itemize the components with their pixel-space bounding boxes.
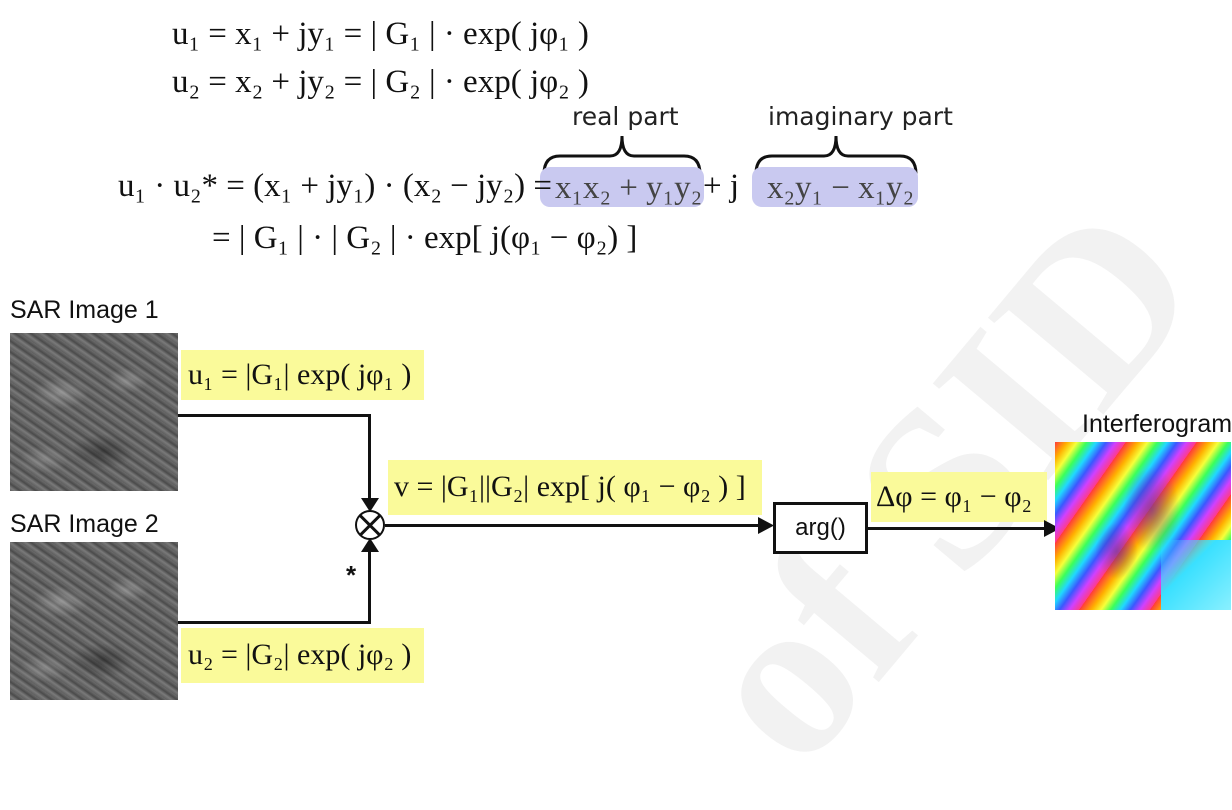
equation-product: u₁ · u₂* = (x₁ + jy₁) · (x₂ − jy₂) =	[118, 170, 552, 203]
v-formula-highlight	[388, 460, 762, 515]
sar-image-2-label: SAR Image 2	[10, 510, 159, 538]
u2-formula-highlight	[181, 628, 424, 683]
line-sar1-down	[368, 414, 371, 506]
v-formula: v = |G₁||G₂| exp[ j( φ₁ − φ₂ ) ]	[394, 470, 746, 503]
interferogram-label: Interferogram	[1082, 410, 1232, 438]
equation-u2: u₂ = x₂ + jy₂ = | G₂ | · exp( jφ₂ )	[172, 64, 589, 100]
product-mid: + j	[703, 168, 740, 204]
u1-formula: u₁ = |G₁| exp( jφ₁ )	[188, 358, 412, 391]
line-sar2-up	[368, 545, 371, 624]
arrow-head-right-1	[758, 517, 774, 534]
arg-function-box: arg()	[773, 502, 868, 554]
multiply-icon	[355, 510, 385, 540]
u1-formula-highlight	[181, 350, 424, 400]
real-part-brace	[542, 135, 702, 175]
imaginary-part-brace	[754, 135, 918, 175]
sar-image-1-label: SAR Image 1	[10, 296, 159, 324]
imaginary-part-label: imaginary part	[768, 102, 953, 131]
line-sar2-right	[178, 621, 371, 624]
real-part-label: real part	[572, 102, 679, 131]
imaginary-part-highlight	[752, 167, 918, 207]
product-prefix: u₁ · u₂* = (x₁ + jy₁) · (x₂ − jy₂) =	[118, 168, 552, 204]
arg-function-label: arg()	[795, 514, 846, 541]
arrow-head-down	[361, 498, 379, 512]
real-term: x₁x₂ + y₁y₂	[555, 170, 703, 206]
line-sar1-right	[178, 414, 371, 417]
interferogram-image	[1055, 442, 1231, 610]
delta-formula-highlight	[871, 472, 1047, 522]
sar-image-1	[10, 333, 178, 491]
u2-formula: u₂ = |G₂| exp( jφ₂ )	[188, 638, 412, 671]
real-part-highlight	[540, 167, 704, 207]
delta-formula: Δφ = φ₁ − φ₂	[876, 480, 1032, 513]
arrow-head-right-2	[1044, 520, 1060, 537]
sar-image-2	[10, 542, 178, 700]
line-mult-to-arg	[385, 524, 761, 527]
imaginary-term: x₂y₁ − x₁y₂	[767, 170, 915, 206]
conjugate-mark: *	[346, 560, 357, 590]
equation-polar-product: = | G₁ | · | G₂ | · exp[ j(φ₁ − φ₂) ]	[212, 220, 638, 256]
equation-u1: u₁ = x₁ + jy₁ = | G₁ | · exp( jφ₁ )	[172, 16, 589, 52]
arrow-head-up	[361, 538, 379, 552]
line-arg-to-output	[868, 527, 1048, 530]
